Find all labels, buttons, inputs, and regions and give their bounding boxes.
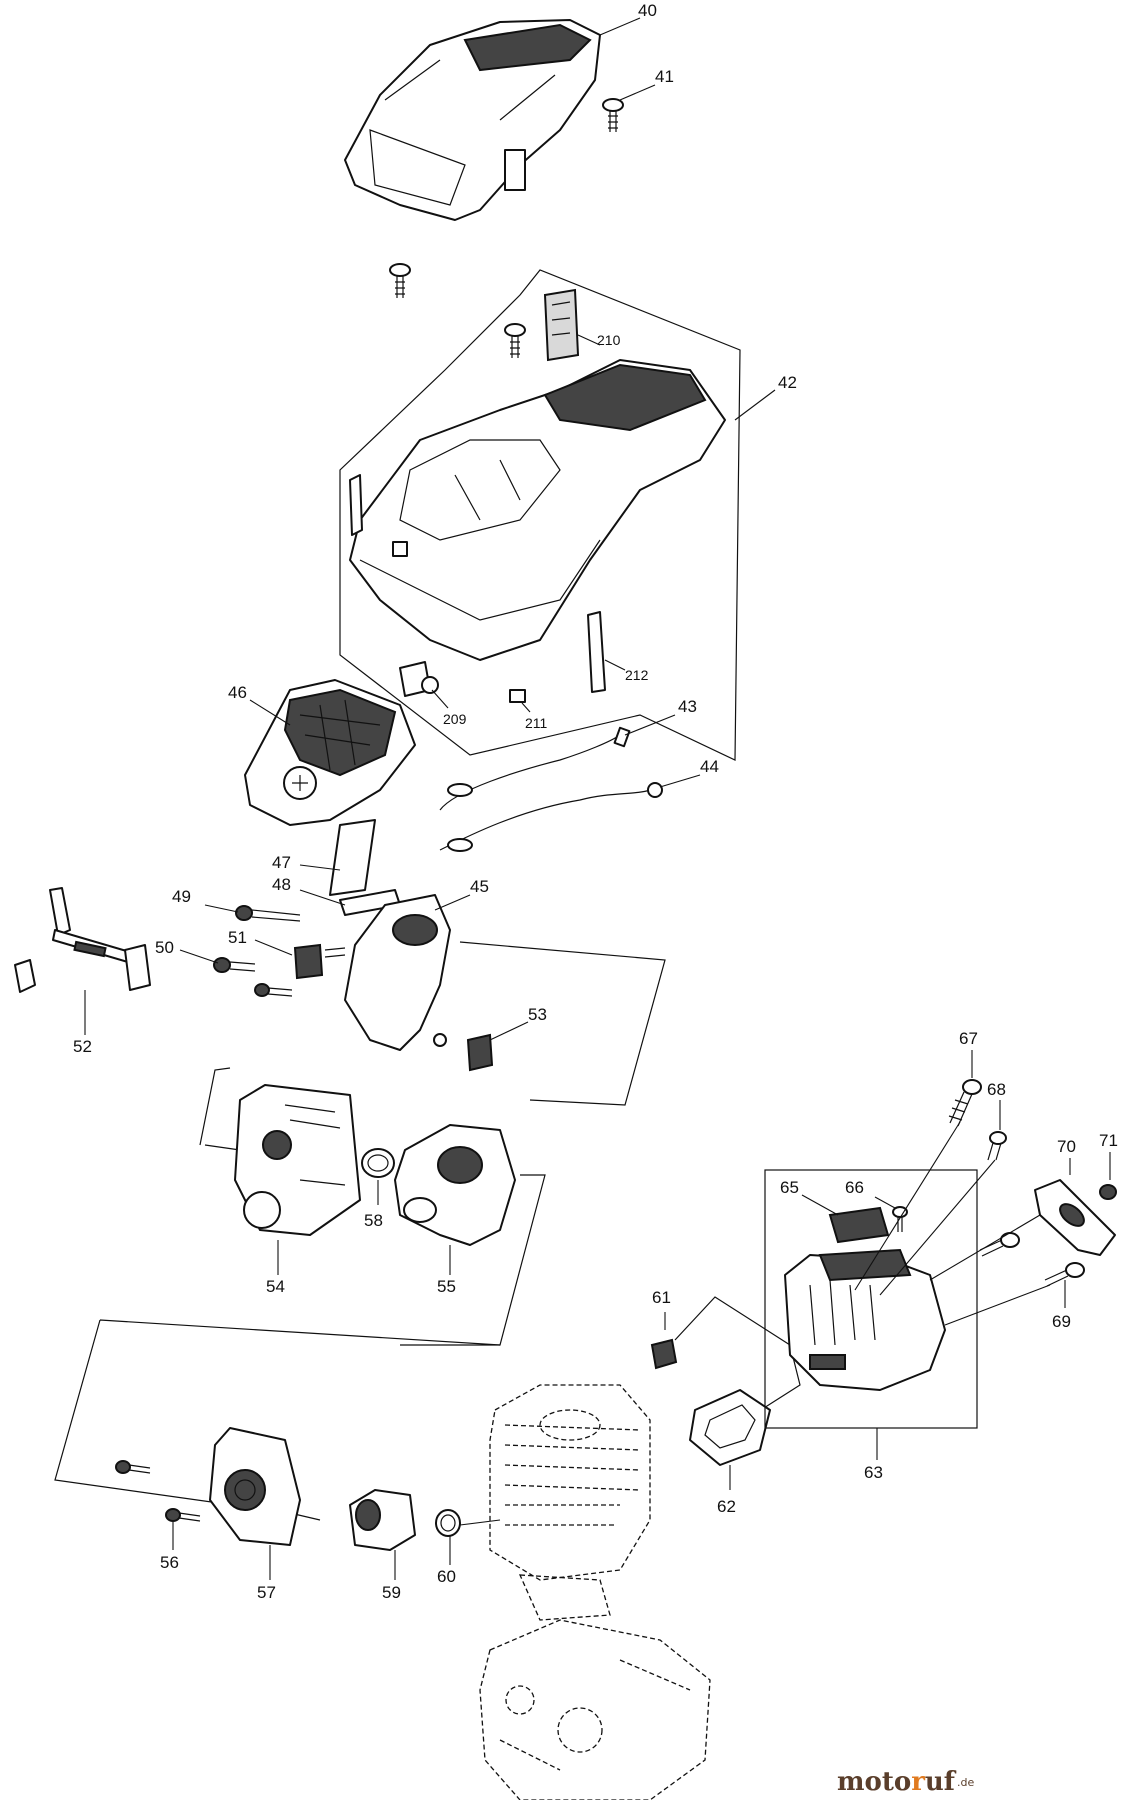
callout-60: 60 [437,1567,456,1586]
seal-ring-58 [361,1148,395,1178]
callout-209: 209 [443,711,467,727]
sleeve-61 [650,1338,678,1370]
group-frame-57 [54,1319,501,1521]
intake-boot-59 [349,1489,416,1551]
grommet-209 [399,661,439,697]
callout-51: 51 [228,928,247,947]
callout-65: 65 [780,1178,799,1197]
callout-52: 52 [73,1037,92,1056]
air-filter-cover-46 [244,679,416,826]
callout-47: 47 [272,853,291,872]
watermark-suffix: .de [957,1776,974,1789]
screw-71 [1099,1184,1117,1200]
rear-housing-42 [349,359,726,661]
callout-49: 49 [172,887,191,906]
callout-53: 53 [528,1005,547,1024]
callout-40: 40 [638,1,657,20]
wire-43 [439,726,631,811]
group-frame-63 [764,1169,978,1429]
callout-41: 41 [655,67,674,86]
callout-69: 69 [1052,1312,1071,1331]
callout-45: 45 [470,877,489,896]
callout-58: 58 [364,1211,383,1230]
callout-42: 42 [778,373,797,392]
screw-56 [115,1460,201,1522]
callout-211: 211 [525,715,548,731]
group-frame-42 [339,269,741,761]
muffler-63 [784,1248,946,1391]
clip-210 [543,288,580,362]
callout-56: 56 [160,1553,179,1572]
pad-211 [509,689,526,703]
watermark-brand-end: uf [925,1767,957,1797]
spacer-53 [466,1033,494,1072]
callout-50: 50 [155,938,174,957]
bolt-69 [979,1232,1085,1287]
handle-clip-left [349,474,363,536]
callout-63: 63 [864,1463,883,1482]
top-cover-40 [344,19,601,221]
callout-43: 43 [678,697,697,716]
spacer-51 [293,943,346,980]
bolt-49 [235,905,301,922]
intake-body-45 [344,894,451,1051]
callout-70: 70 [1057,1137,1076,1156]
handle-clip-212 [587,611,606,693]
callout-210: 210 [597,332,621,348]
svg-text:motoruf: motoruf [837,1767,957,1797]
callout-59: 59 [382,1583,401,1602]
watermark-brand-middle: r [911,1767,925,1797]
screw-68 [987,1131,1007,1161]
carburetor-54 [234,1084,361,1236]
gasket-62 [689,1389,771,1466]
callout-66: 66 [845,1178,864,1197]
screw-41 [602,98,624,132]
callout-57: 57 [257,1583,276,1602]
group-frame-54 [199,1067,546,1346]
callout-44: 44 [700,757,719,776]
bolt-50 [213,957,293,997]
watermark-brand-prefix: moto [837,1767,911,1797]
bracket-47 [329,819,376,896]
callout-68: 68 [987,1080,1006,1099]
callout-54: 54 [266,1277,285,1296]
callout-46: 46 [228,683,247,702]
callout-67: 67 [959,1029,978,1048]
plate-65 [828,1206,890,1244]
choke-lever-52 [14,887,151,993]
callout-55: 55 [437,1277,456,1296]
heat-shield-57 [209,1427,301,1546]
seal-ring-60 [435,1509,461,1537]
watermark-logo: motoruf .de [837,1767,974,1797]
callout-61: 61 [652,1288,671,1307]
bolt-67 [948,1079,982,1127]
engine-block-outline [479,1384,711,1800]
callout-71: 71 [1099,1131,1118,1150]
screw-loose-1 [389,263,411,298]
group-frame-45 [459,941,666,1106]
screw-loose-2 [504,323,526,358]
intake-manifold-55 [394,1124,516,1246]
wire-44 [439,782,663,852]
callout-62: 62 [717,1497,736,1516]
callout-212: 212 [625,667,649,683]
callout-48: 48 [272,875,291,894]
